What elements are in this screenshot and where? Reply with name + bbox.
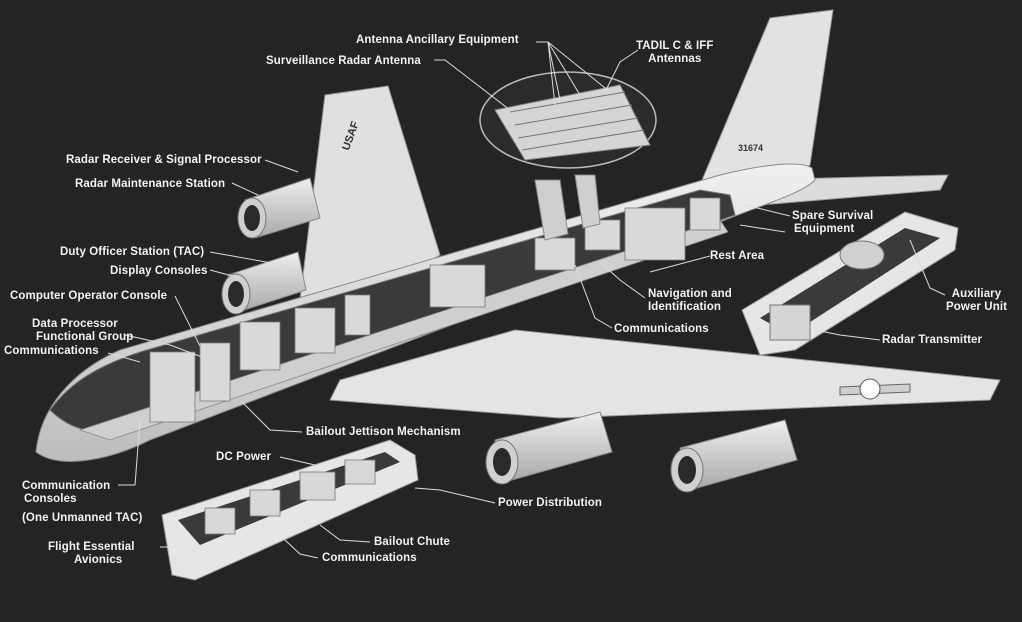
label-radar-maintenance: Radar Maintenance Station [75, 178, 226, 190]
label-display-consoles: Display Consoles [110, 265, 208, 277]
label-flight-essential-line1: Flight Essential [48, 541, 135, 553]
label-bailout-jettison: Bailout Jettison Mechanism [306, 426, 461, 438]
label-spare-survival-line1: Spare Survival [792, 210, 874, 222]
label-data-processor-line2: Functional Group [36, 331, 134, 343]
label-apu: Auxiliary Power Unit [946, 288, 1007, 314]
label-navigation-line2: Identification [648, 301, 721, 313]
label-flight-essential: Flight Essential Avionics [48, 541, 135, 567]
label-bailout-chute: Bailout Chute [374, 536, 451, 548]
engine-inboard-left [237, 177, 321, 239]
label-computer-operator: Computer Operator Console [10, 290, 168, 302]
rotodome-antenna-array [494, 84, 651, 161]
label-data-processor: Data Processor Functional Group [32, 318, 133, 344]
label-navigation: Navigation and Identification [648, 288, 732, 314]
leader-lines [107, 41, 946, 559]
label-comm-consoles-line2: Consoles [24, 493, 77, 505]
engine-outboard-left [221, 251, 307, 315]
cabin-floor [78, 219, 729, 441]
label-tadil-line2: Antennas [648, 53, 702, 65]
engine-outboard-right [670, 419, 798, 493]
tail-number: 31674 [738, 143, 764, 153]
label-radar-transmitter: Radar Transmitter [882, 334, 983, 346]
engine-inboard-right [485, 411, 613, 485]
usaf-roundel [839, 378, 911, 400]
label-radar-receiver: Radar Receiver & Signal Processor [66, 154, 262, 166]
label-surveillance-radar: Surveillance Radar Antenna [266, 55, 421, 67]
label-rest-area: Rest Area [710, 250, 765, 262]
label-tadil-line1: TADIL C & IFF [636, 40, 714, 52]
label-power-distribution: Power Distribution [498, 497, 603, 509]
console-equipment [149, 197, 721, 423]
right-wing [329, 329, 1001, 419]
label-data-processor-line1: Data Processor [32, 318, 118, 330]
label-comm-consoles-line3: (One Unmanned TAC) [22, 512, 143, 524]
label-spare-survival: Spare Survival Equipment [792, 210, 873, 236]
rear-equipment-inset [741, 211, 959, 356]
label-communications-mid: Communications [614, 323, 709, 335]
label-duty-officer: Duty Officer Station (TAC) [60, 246, 205, 258]
label-tadil: TADIL C & IFF Antennas [636, 40, 714, 66]
lower-lobe-inset [161, 439, 419, 581]
label-flight-essential-line2: Avionics [74, 554, 123, 566]
label-apu-line1: Auxiliary [951, 288, 1002, 300]
label-antenna-ancillary: Antenna Ancillary Equipment [356, 34, 519, 46]
label-comm-consoles-line1: Communication [22, 480, 111, 492]
label-apu-line2: Power Unit [946, 301, 1008, 313]
label-spare-survival-line2: Equipment [794, 223, 855, 235]
label-communications-left: Communications [4, 345, 99, 357]
radome-strut [574, 174, 601, 229]
label-communications-bottom: Communications [322, 552, 417, 564]
radome-strut [534, 179, 569, 241]
label-comm-consoles: Communication Consoles (One Unmanned TAC… [22, 480, 142, 525]
label-navigation-line1: Navigation and [648, 288, 732, 300]
label-dc-power: DC Power [216, 451, 272, 463]
